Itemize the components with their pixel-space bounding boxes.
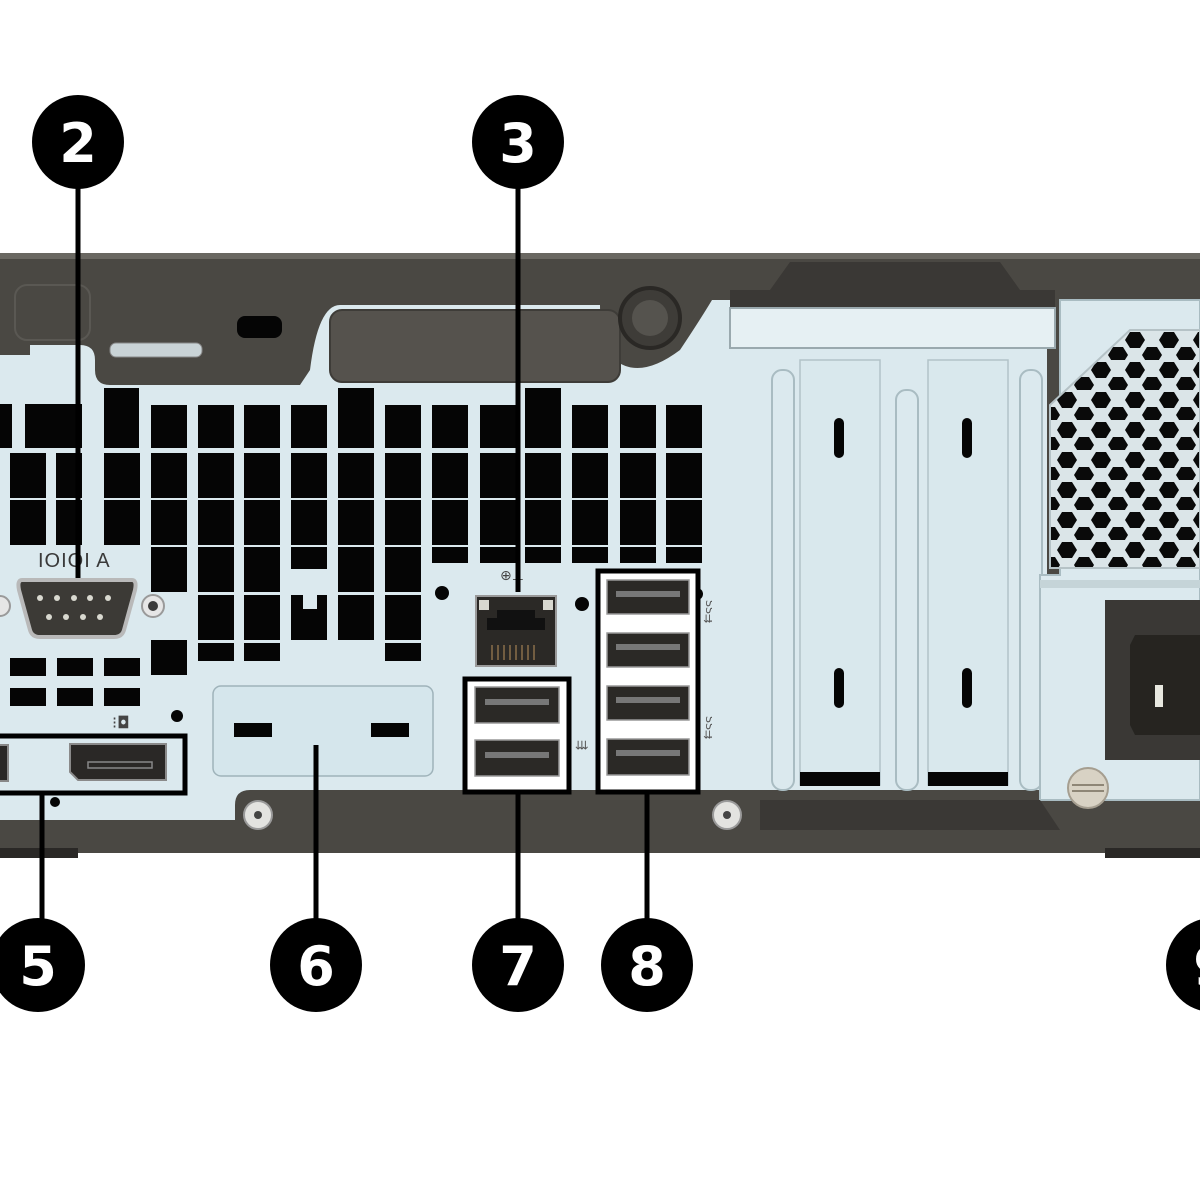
callout-badge (32, 95, 124, 189)
screw-center (254, 811, 262, 819)
chassis-top-edge (0, 253, 1200, 259)
usb-port[interactable] (606, 685, 690, 721)
chassis-bottom (0, 800, 1200, 858)
rj45-port-opening (487, 610, 545, 630)
callout-7: 7 (472, 918, 564, 1012)
expansion-rail-1 (771, 369, 795, 791)
rj45-led-right (543, 600, 553, 610)
usb-2-ports[interactable]: ⇶ (462, 676, 589, 795)
usb-port[interactable] (606, 579, 690, 615)
top-recess-left (14, 284, 91, 341)
callout-badge (270, 918, 362, 1012)
serial-port[interactable]: IOIOI A (0, 550, 165, 639)
callout-8: 8 (601, 918, 693, 1012)
serial-screw-right-hole (148, 601, 158, 611)
latch-tab[interactable] (109, 342, 203, 358)
displayport-connector-inner (87, 761, 153, 769)
serial-screw-left (0, 595, 11, 617)
callout-number: 8 (628, 935, 666, 998)
screw-center (723, 811, 731, 819)
serial-port-label: IOIOI A (38, 550, 111, 572)
slot-hole (834, 418, 844, 458)
expansion-rail-3 (1019, 369, 1043, 791)
callout-3: 3 (472, 95, 564, 189)
callout-9: 9 (1166, 919, 1200, 1011)
usb-port[interactable] (606, 632, 690, 668)
top-recess-mid (329, 309, 621, 383)
usb-superspeed-ports[interactable]: SS⇶ SS⇶ (595, 568, 716, 795)
displayport-frame (0, 733, 188, 796)
callout-6: 6 (270, 918, 362, 1012)
callout-number: 2 (59, 112, 97, 175)
callout-badge (1166, 919, 1200, 1011)
thumbscrew-bottom[interactable] (1067, 767, 1109, 809)
callout-badge (472, 95, 564, 189)
slot-bottom-tab (800, 772, 880, 786)
usb-port[interactable] (606, 738, 690, 776)
psu-fan-grille (1049, 329, 1200, 569)
power-connector[interactable] (1105, 600, 1200, 760)
cover-slot-right (371, 723, 409, 737)
psu-divider (1040, 580, 1200, 588)
chassis-foot-left (0, 848, 78, 858)
callout-number: 6 (297, 935, 335, 998)
callout-badge (472, 918, 564, 1012)
optional-port-cover-plate (212, 685, 434, 777)
chassis-foot-right (1105, 848, 1200, 858)
callout-number: 3 (499, 112, 537, 175)
slot-hole (962, 668, 972, 708)
rj45-contacts (491, 645, 535, 660)
expansion-slots (712, 262, 1106, 791)
expansion-latch[interactable] (730, 262, 1055, 310)
padlock-loop-center (632, 300, 668, 336)
optional-port-cover[interactable] (212, 685, 434, 777)
displayport-group[interactable]: ⁝◘ (0, 713, 188, 796)
rj45-led-left (479, 600, 489, 610)
callout-badge (0, 918, 85, 1012)
security-slot[interactable] (237, 316, 282, 338)
slot-hole (834, 668, 844, 708)
callout-badge (601, 918, 693, 1012)
serial-connector-shell (16, 578, 138, 639)
serial-pins (37, 595, 111, 620)
callout-number: 9 (1193, 935, 1200, 998)
usb-port[interactable] (474, 686, 560, 724)
cover-slot-left (234, 723, 272, 737)
displayport-icon: ⁝◘ (112, 713, 130, 732)
usb-port[interactable] (474, 739, 560, 777)
callout-leaders (39, 182, 650, 925)
power-supply (1039, 299, 1200, 809)
expansion-retainer-bar[interactable] (729, 307, 1056, 349)
lower-dark-ledge (760, 800, 1060, 830)
displayport-left-connector[interactable] (0, 744, 9, 782)
usb-icon: ⇶ (575, 740, 589, 750)
expansion-rail-2 (895, 389, 919, 791)
slot-bottom-tab (928, 772, 1008, 786)
callout-number: 7 (499, 935, 537, 998)
callout-2: 2 (32, 95, 124, 189)
slot-hole (962, 418, 972, 458)
callout-number: 5 (19, 935, 57, 998)
callout-5: 5 (0, 918, 85, 1012)
vent-grid (0, 388, 703, 807)
